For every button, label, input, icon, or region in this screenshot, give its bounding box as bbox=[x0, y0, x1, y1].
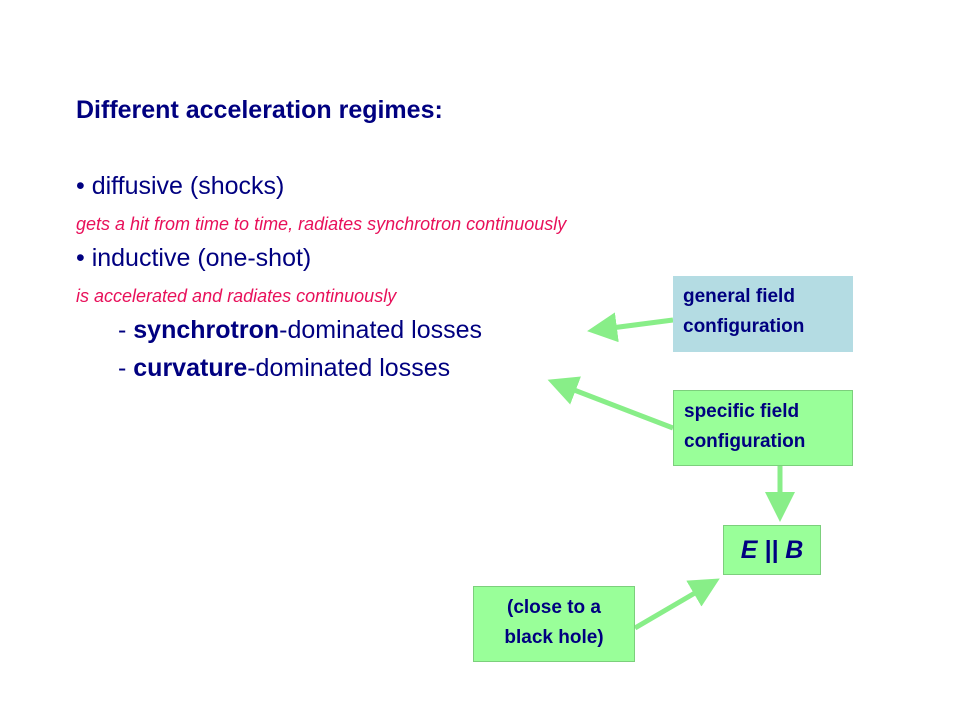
slide-title: Different acceleration regimes: bbox=[76, 96, 443, 124]
note-diffusive: gets a hit from time to time, radiates s… bbox=[76, 214, 567, 234]
box-line: specific field bbox=[684, 401, 800, 422]
arrow-general-to-synchrotron bbox=[587, 312, 674, 343]
arrow-specific-to-curvature bbox=[547, 376, 674, 431]
loss-rest: -dominated losses bbox=[247, 354, 451, 382]
loss-dash: - bbox=[118, 354, 134, 382]
arrow-blackhole-to-eb bbox=[633, 578, 720, 631]
box-line: general field bbox=[683, 286, 795, 307]
e-parallel-b-box: E || B bbox=[723, 525, 821, 575]
box-line: (close to a bbox=[507, 597, 601, 618]
box-line: black hole) bbox=[504, 627, 604, 648]
general-field-box: general field configuration bbox=[673, 276, 853, 352]
bullet-diffusive: • diffusive (shocks) bbox=[76, 172, 285, 200]
bullet-inductive: • inductive (one-shot) bbox=[76, 244, 312, 272]
loss-curvature: - curvature-dominated losses bbox=[118, 354, 450, 383]
loss-keyword: curvature bbox=[133, 354, 248, 382]
note-inductive: is accelerated and radiates continuously bbox=[76, 286, 397, 306]
box-line: configuration bbox=[683, 316, 805, 337]
loss-rest: -dominated losses bbox=[279, 316, 483, 344]
box-line: configuration bbox=[684, 431, 806, 452]
black-hole-box: (close to a black hole) bbox=[473, 586, 635, 662]
loss-synchrotron: - synchrotron-dominated losses bbox=[118, 316, 482, 345]
loss-dash: - bbox=[118, 316, 134, 344]
specific-field-box: specific field configuration bbox=[673, 390, 853, 466]
loss-keyword: synchrotron bbox=[133, 316, 280, 344]
